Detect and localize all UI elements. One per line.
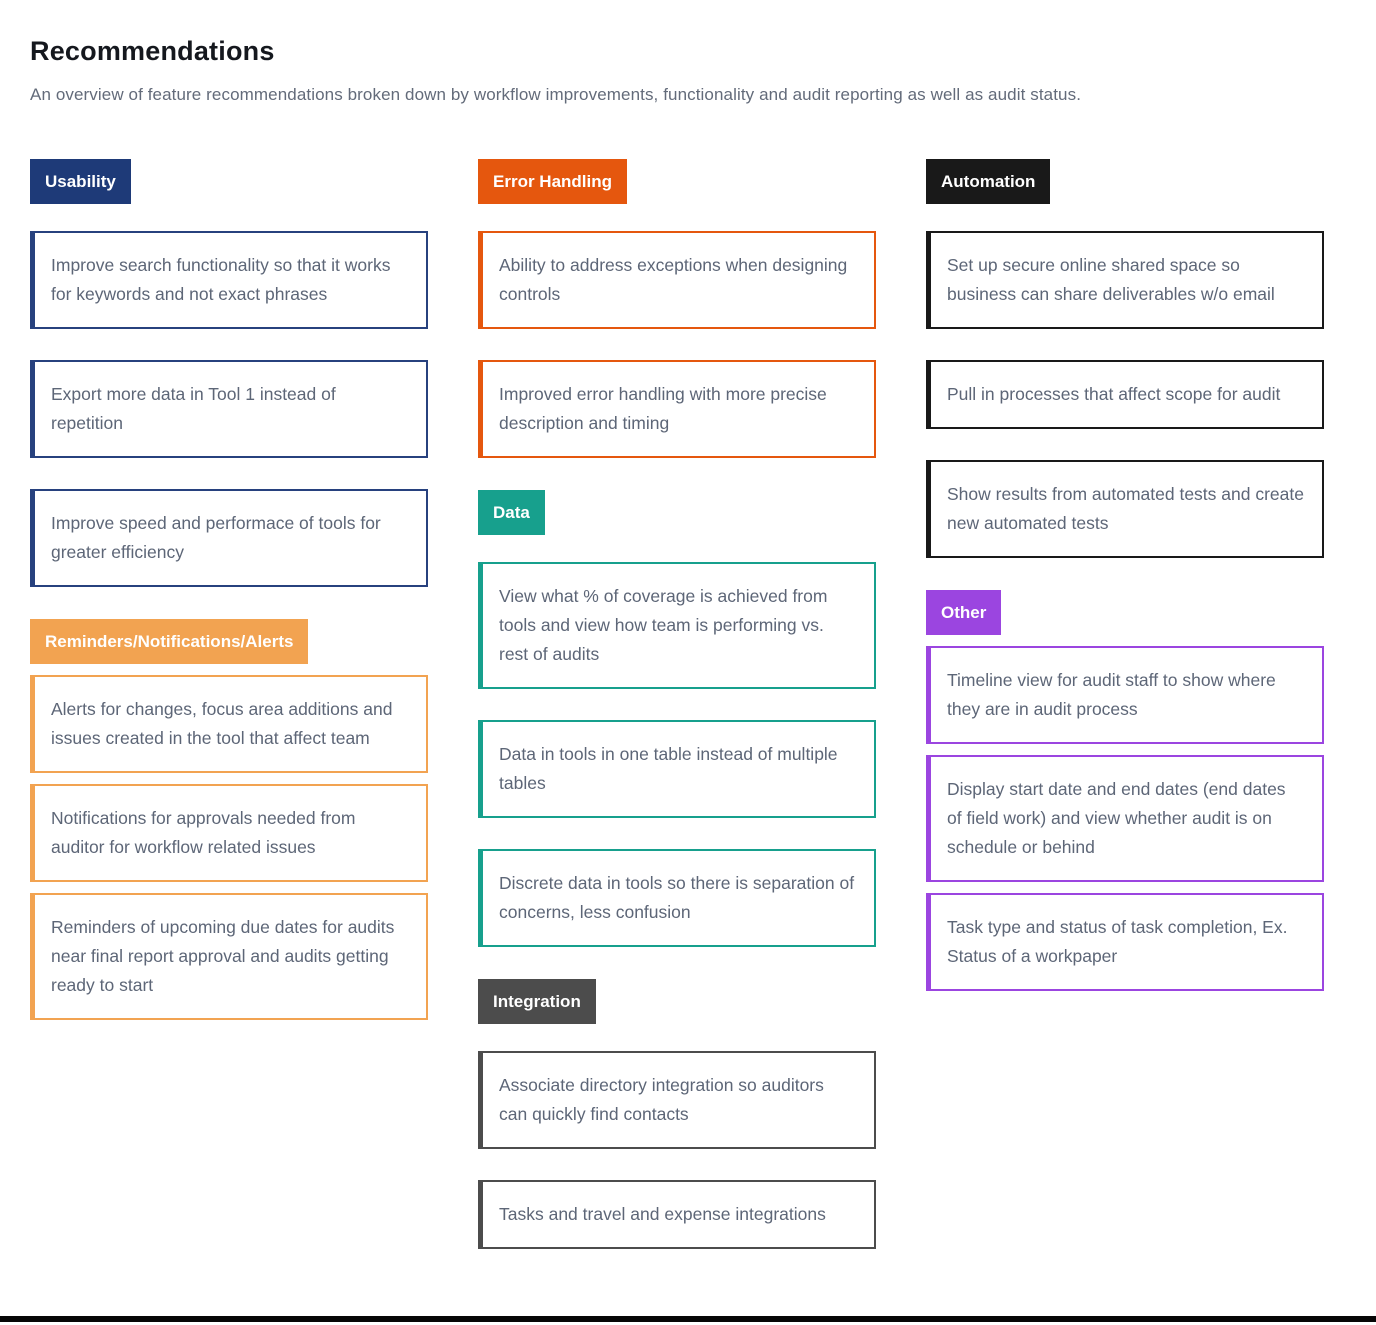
section-error-handling: Error Handling Ability to address except… (478, 159, 876, 458)
recommendation-card: Associate directory integration so audit… (478, 1051, 876, 1149)
badge-automation: Automation (926, 159, 1051, 204)
recommendation-card: Improve search functionality so that it … (30, 231, 428, 329)
recommendation-card: Export more data in Tool 1 instead of re… (30, 360, 428, 458)
section-reminders-notifications-alerts: Reminders/Notifications/Alerts Alerts fo… (30, 619, 428, 1020)
board-column-2: Error Handling Ability to address except… (478, 159, 876, 1249)
section-usability: Usability Improve search functionality s… (30, 159, 428, 587)
badge-reminders-notifications-alerts: Reminders/Notifications/Alerts (30, 619, 309, 664)
recommendation-card: Display start date and end dates (end da… (926, 755, 1324, 882)
recommendation-card: Timeline view for audit staff to show wh… (926, 646, 1324, 744)
badge-integration: Integration (478, 979, 596, 1024)
badge-other: Other (926, 590, 1002, 635)
section-other: Other Timeline view for audit staff to s… (926, 590, 1324, 991)
page-subtitle: An overview of feature recommendations b… (30, 85, 1082, 104)
section-automation: Automation Set up secure online shared s… (926, 159, 1324, 558)
section-data: Data View what % of coverage is achieved… (478, 490, 876, 947)
recommendation-card: Set up secure online shared space so bus… (926, 231, 1324, 329)
recommendation-card: Ability to address exceptions when desig… (478, 231, 876, 329)
recommendation-card: Discrete data in tools so there is separ… (478, 849, 876, 947)
recommendation-card: Tasks and travel and expense integration… (478, 1180, 876, 1249)
recommendation-card: Notifications for approvals needed from … (30, 784, 428, 882)
recommendation-card: Show results from automated tests and cr… (926, 460, 1324, 558)
board-column-1: Usability Improve search functionality s… (30, 159, 428, 1020)
recommendation-card: Alerts for changes, focus area additions… (30, 675, 428, 773)
recommendation-card: View what % of coverage is achieved from… (478, 562, 876, 689)
recommendation-card: Task type and status of task completion,… (926, 893, 1324, 991)
badge-usability: Usability (30, 159, 131, 204)
recommendations-board: Usability Improve search functionality s… (30, 159, 1332, 1249)
badge-error-handling: Error Handling (478, 159, 628, 204)
recommendation-card: Reminders of upcoming due dates for audi… (30, 893, 428, 1020)
section-integration: Integration Associate directory integrat… (478, 979, 876, 1249)
page-title: Recommendations (30, 36, 275, 66)
recommendation-card: Pull in processes that affect scope for … (926, 360, 1324, 429)
badge-data: Data (478, 490, 545, 535)
recommendation-card: Data in tools in one table instead of mu… (478, 720, 876, 818)
recommendation-card: Improve speed and performace of tools fo… (30, 489, 428, 587)
page-content: Recommendations An overview of feature r… (30, 36, 1332, 1249)
recommendation-card: Improved error handling with more precis… (478, 360, 876, 458)
page-bottom-divider (0, 1316, 1376, 1322)
board-column-3: Automation Set up secure online shared s… (926, 159, 1324, 991)
